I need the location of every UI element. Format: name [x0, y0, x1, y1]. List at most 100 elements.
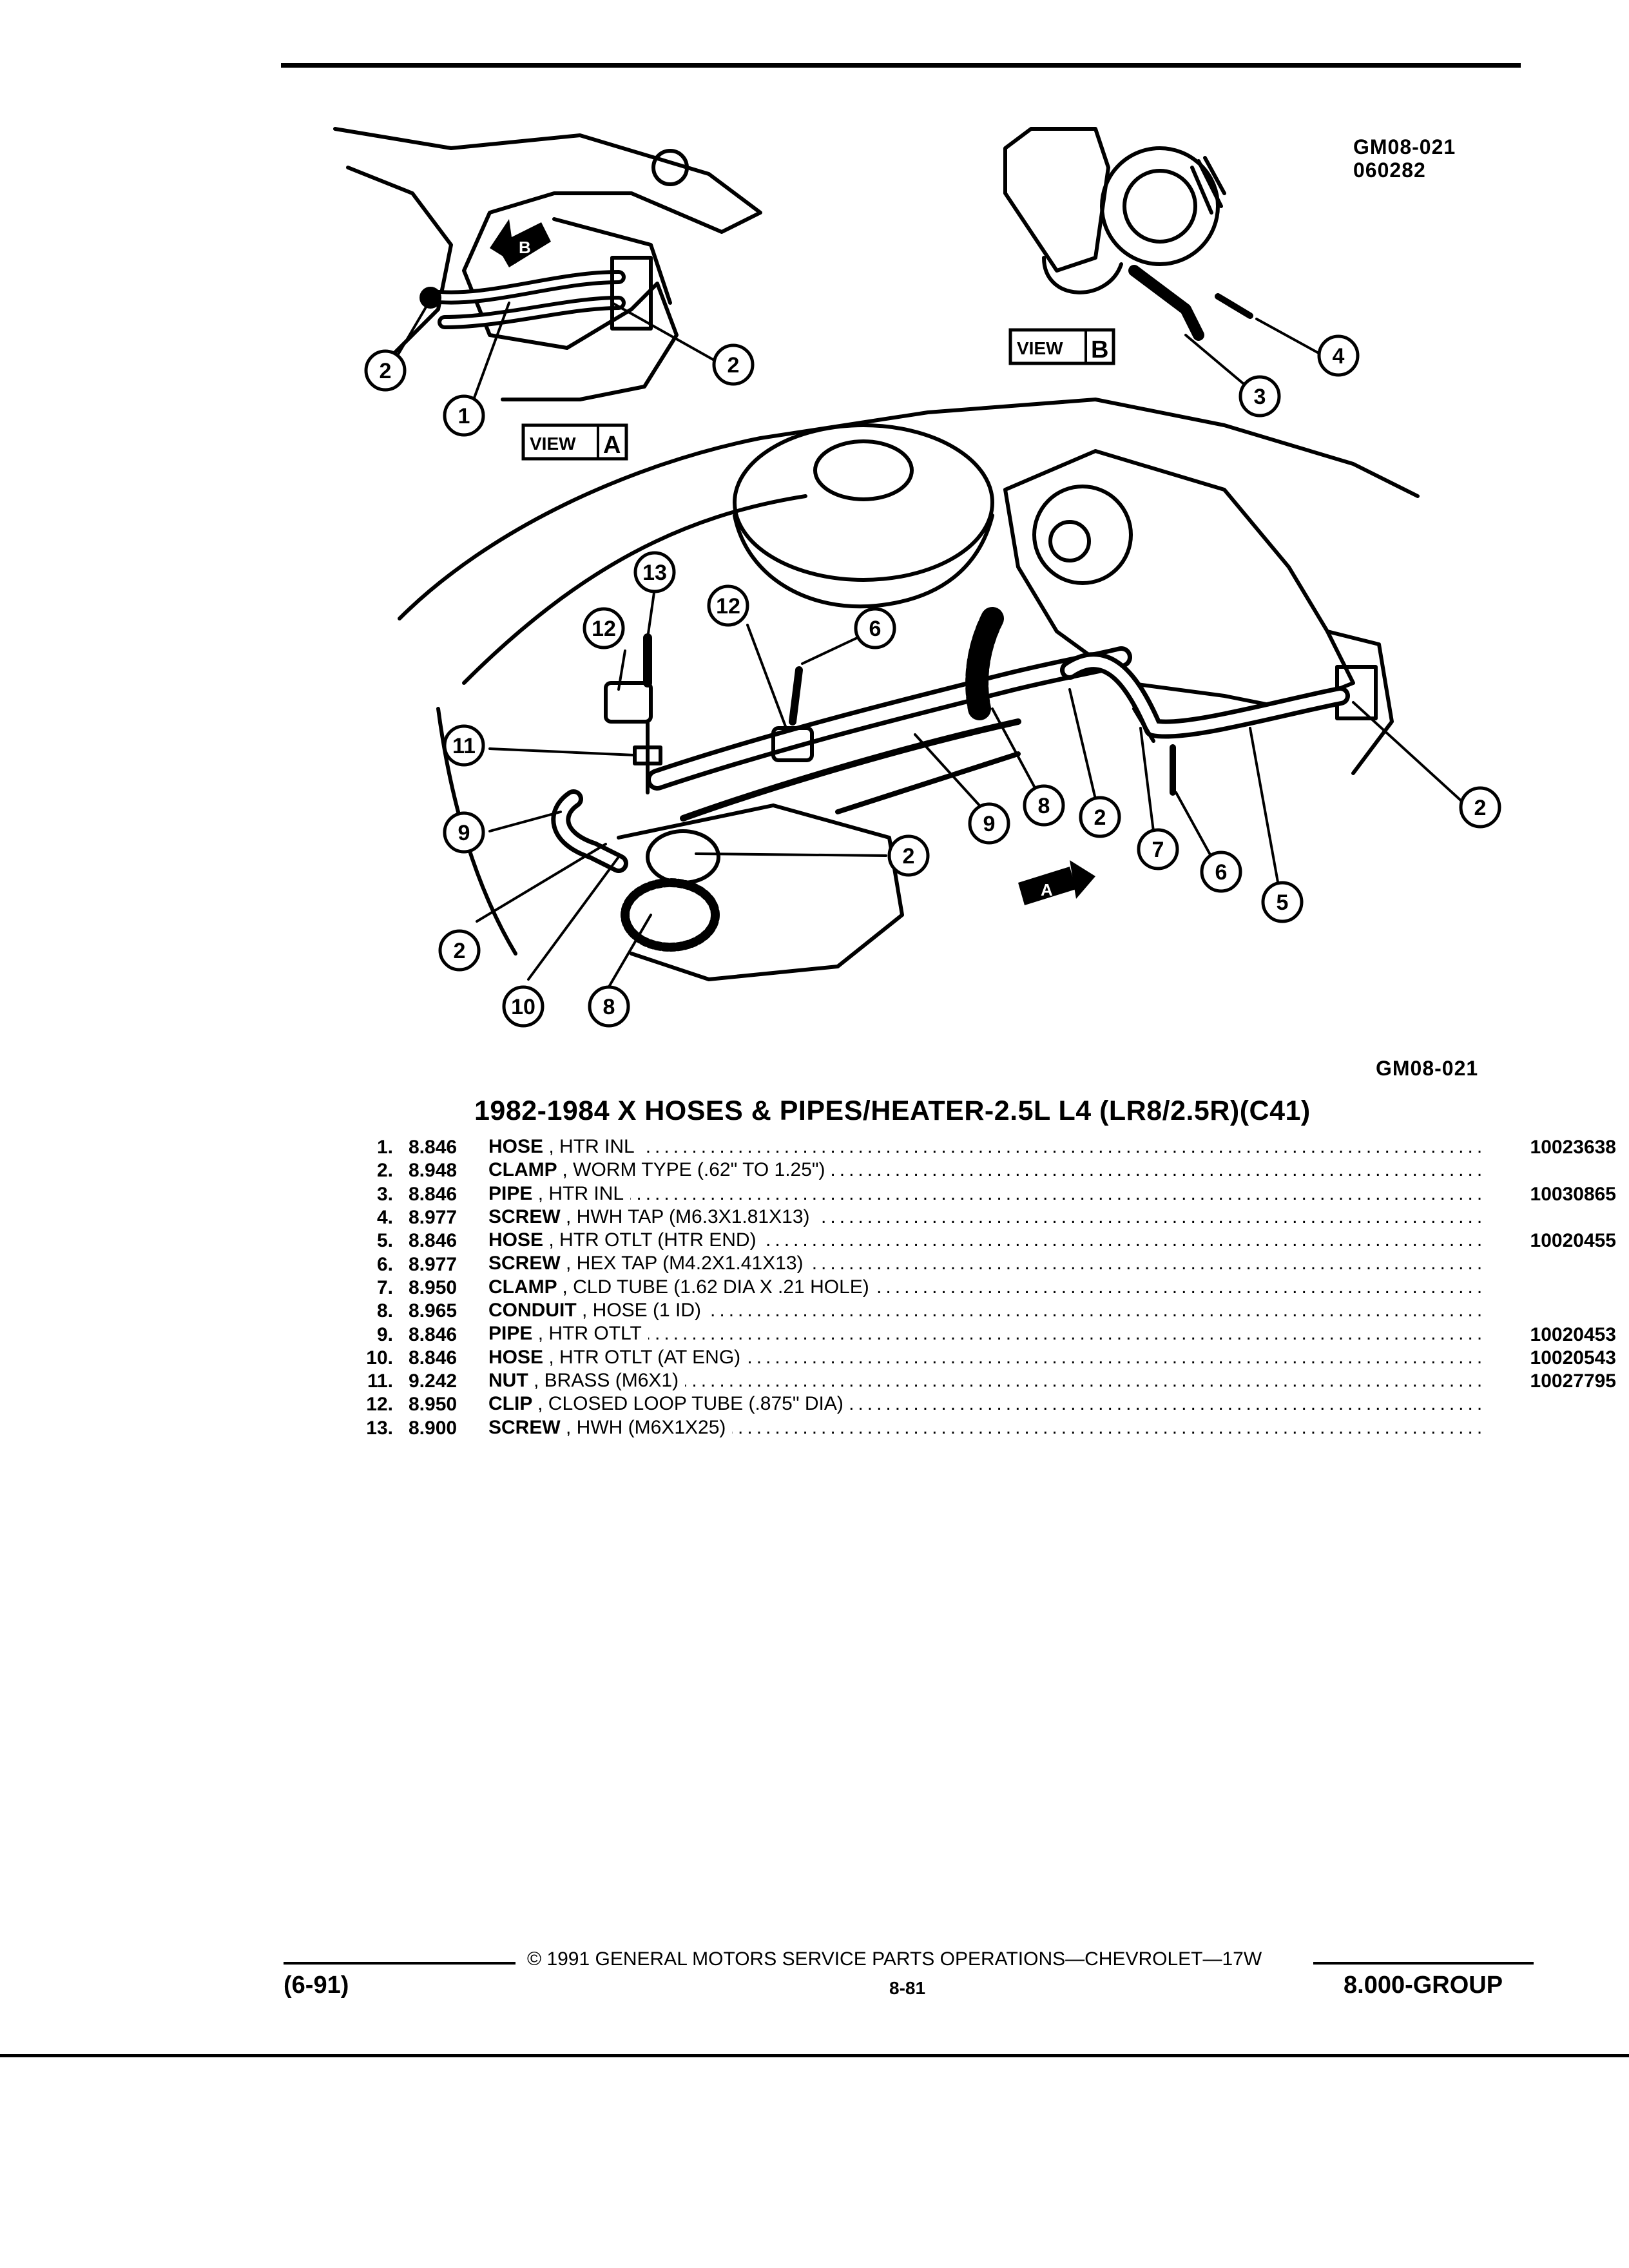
part-spec: , HTR INL — [537, 1182, 624, 1204]
parts-row: 3. 8.846.................................… — [348, 1182, 1616, 1206]
parts-row: 7.8.950.................................… — [348, 1276, 1616, 1300]
part-group-number: 8.846 — [409, 1183, 458, 1205]
part-number: 10020543 — [1530, 1347, 1616, 1369]
view-b-bracket — [1003, 127, 1110, 273]
part-description-cell: ........................................… — [488, 1159, 1481, 1182]
part-number — [1481, 1206, 1616, 1229]
part-description: PIPE , HTR OTLT — [488, 1323, 1481, 1345]
part-group-number: 8.900 — [409, 1417, 458, 1439]
callout-9-left: 9 — [443, 811, 485, 854]
parts-list-title: 1982-1984 X HOSES & PIPES/HEATER-2.5L L4… — [474, 1095, 1311, 1126]
callout-9-right: 9 — [968, 802, 1010, 845]
main-heater-hose-right-inner — [1065, 657, 1345, 735]
part-name: SCREW — [488, 1416, 561, 1438]
part-group-number: 8.950 — [409, 1394, 458, 1416]
part-description: CLAMP , CLD TUBE (1.62 DIA X .21 HOLE) — [488, 1276, 1481, 1298]
part-description: HOSE , HTR INL — [488, 1136, 1481, 1158]
view-a-leader-2-right — [611, 302, 717, 362]
part-description-cell: ........................................… — [488, 1136, 1481, 1159]
part-index: 11. — [367, 1370, 393, 1392]
main-fender-inner — [462, 494, 807, 685]
heater-hose-illustration: VIEW B VIEW A B A 2 1 2 4 3 13 12 12 6 1… — [333, 127, 1501, 1028]
callout-5: 5 — [1261, 881, 1304, 923]
part-name: NUT — [488, 1369, 528, 1391]
parts-row: 12.8.950................................… — [348, 1393, 1616, 1416]
figure-code-bottom: GM08-021 — [1376, 1057, 1479, 1080]
dot-leader: ........................................… — [488, 1323, 1481, 1345]
svg-text:6: 6 — [1215, 860, 1228, 885]
view-a-panel-edge-2 — [552, 217, 672, 305]
main-conduit — [965, 607, 1004, 720]
leader-9-right — [914, 733, 981, 807]
leader-6-right — [1175, 791, 1213, 858]
callout-2-view-a-right: 2 — [712, 343, 755, 386]
part-spec: , HOSE (1 ID) — [582, 1300, 702, 1321]
part-spec: , HTR OTLT (AT ENG) — [548, 1346, 741, 1368]
svg-text:13: 13 — [642, 561, 667, 585]
callout-12-right: 12 — [707, 584, 749, 627]
part-spec: , CLD TUBE (1.62 DIA X .21 HOLE) — [562, 1276, 869, 1298]
part-number — [1481, 1300, 1616, 1323]
parts-table: 1.8.846.................................… — [348, 1136, 1616, 1440]
footer-date-code: (6-91) — [284, 1972, 349, 1999]
view-a-heater-fitting — [610, 256, 653, 331]
part-name: CLAMP — [488, 1159, 557, 1181]
part-group-number: 8.846 — [409, 1347, 458, 1369]
leader-2-left — [476, 843, 607, 923]
part-spec: , HEX TAP (M4.2X1.41X13) — [566, 1253, 804, 1274]
svg-text:3: 3 — [1254, 385, 1266, 409]
leader-7 — [1139, 727, 1155, 832]
view-a-leader-1 — [472, 302, 510, 401]
part-index: 3. — [376, 1183, 393, 1205]
callout-8-right: 8 — [1023, 784, 1065, 827]
view-b-leader-4 — [1255, 318, 1322, 356]
view-a-hose-2 — [429, 274, 622, 301]
view-b-label: VIEW — [1017, 338, 1063, 358]
main-heater-pipe-lower-2 — [835, 751, 1021, 814]
svg-text:11: 11 — [452, 734, 476, 758]
svg-text:2: 2 — [903, 844, 915, 869]
dot-leader: ........................................… — [488, 1136, 1481, 1157]
footer-group: 8.000-GROUP — [1344, 1972, 1503, 1999]
part-spec: , HWH (M6X1X25) — [566, 1416, 726, 1438]
callout-8-bottom: 8 — [588, 985, 630, 1028]
part-index: 8. — [376, 1300, 393, 1322]
view-b-screw — [1215, 293, 1253, 319]
svg-text:7: 7 — [1152, 838, 1164, 862]
view-b-alternator-fins — [1190, 156, 1226, 215]
svg-text:9: 9 — [458, 821, 470, 845]
part-name: HOSE — [488, 1136, 544, 1157]
main-firewall-edge — [1325, 629, 1394, 775]
header-rule — [281, 63, 1521, 68]
part-description-cell: ........................................… — [488, 1323, 1481, 1346]
svg-text:2: 2 — [1094, 805, 1106, 830]
parts-row: 2.8.948.................................… — [348, 1159, 1616, 1182]
part-index: 2. — [376, 1160, 393, 1182]
view-a-hole — [651, 149, 689, 186]
part-description: HOSE , HTR OTLT (HTR END) — [488, 1229, 1481, 1251]
main-clip-12-right — [771, 726, 814, 762]
svg-text:2: 2 — [380, 359, 392, 383]
main-blower-hub — [1048, 520, 1091, 562]
main-heater-pipe-lower — [680, 718, 1021, 822]
leader-2-far-right — [1352, 701, 1464, 803]
arrow-a-marker: A — [1018, 860, 1095, 905]
callout-11: 11 — [443, 724, 485, 767]
svg-text:9: 9 — [983, 812, 996, 836]
part-index: 10. — [366, 1347, 393, 1369]
part-description-cell: ........................................… — [488, 1182, 1481, 1206]
leader-12-right — [746, 624, 787, 729]
figure-code-line2: 060282 — [1353, 159, 1426, 182]
part-index: 6. — [376, 1253, 393, 1275]
arrow-a-letter: A — [1041, 880, 1053, 899]
main-engine-block — [617, 803, 904, 981]
part-index: 4. — [376, 1207, 393, 1229]
footer-page-number: 8-81 — [889, 1978, 926, 1998]
part-number — [1481, 1276, 1616, 1300]
svg-text:10: 10 — [511, 995, 535, 1019]
part-description-cell: ........................................… — [488, 1369, 1481, 1393]
part-number — [1481, 1393, 1616, 1416]
part-spec: , WORM TYPE (.62" TO 1.25") — [562, 1159, 825, 1181]
arrow-b-marker: B — [490, 219, 551, 267]
view-a-clamp — [419, 287, 441, 309]
